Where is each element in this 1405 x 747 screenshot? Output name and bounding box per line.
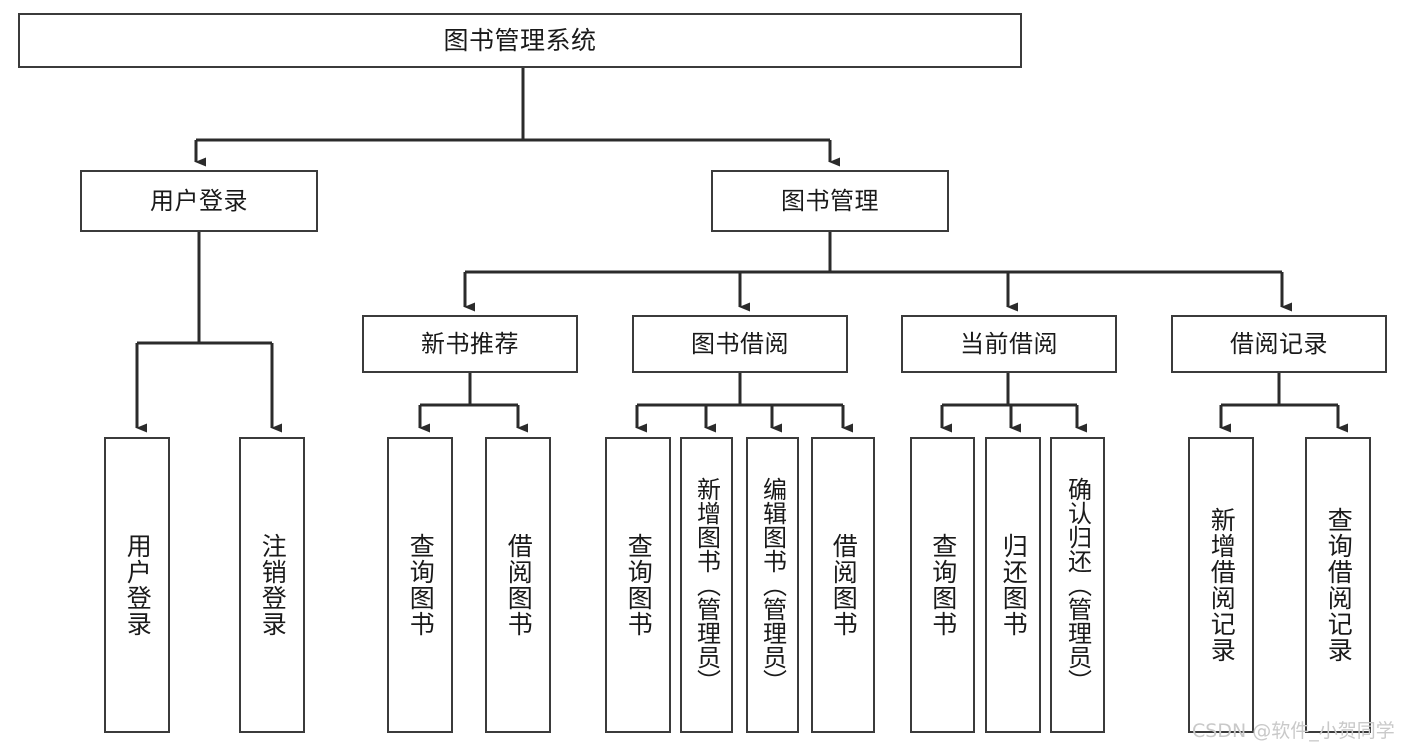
node-label: 确认归还（管理员） [1063,477,1092,693]
node-label: 当前借阅 [960,329,1058,358]
node-label: 新增借阅记录 [1207,507,1237,663]
node-book-borrow[interactable]: 图书借阅 [632,315,848,373]
leaf-current-query-book[interactable]: 查询图书 [910,437,975,733]
node-label: 借阅图书 [829,533,859,637]
node-label: 编辑图书（管理员） [758,477,787,693]
node-label: 用户登录 [123,533,153,637]
node-label: 归还图书 [999,533,1029,637]
node-label: 注销登录 [258,533,288,637]
node-borrow-records[interactable]: 借阅记录 [1171,315,1387,373]
node-current-borrow[interactable]: 当前借阅 [901,315,1117,373]
node-label: 查询借阅记录 [1324,507,1354,663]
leaf-current-return-book[interactable]: 归还图书 [985,437,1041,733]
leaf-records-add-record[interactable]: 新增借阅记录 [1188,437,1254,733]
node-label: 查询图书 [406,533,436,637]
leaf-new-books-query-book[interactable]: 查询图书 [387,437,453,733]
leaf-new-books-borrow-book[interactable]: 借阅图书 [485,437,551,733]
node-root-system[interactable]: 图书管理系统 [18,13,1022,68]
leaf-borrow-edit-book-admin[interactable]: 编辑图书（管理员） [746,437,799,733]
leaf-records-query-record[interactable]: 查询借阅记录 [1305,437,1371,733]
node-book-management[interactable]: 图书管理 [711,170,949,232]
node-label: 借阅图书 [504,533,534,637]
node-label: 图书管理系统 [443,25,597,55]
leaf-user-login-logout[interactable]: 注销登录 [239,437,305,733]
node-label: 新增图书（管理员） [692,477,721,693]
leaf-user-login-login[interactable]: 用户登录 [104,437,170,733]
node-label: 查询图书 [624,533,654,637]
node-user-login[interactable]: 用户登录 [80,170,318,232]
node-label: 图书借阅 [691,329,789,358]
node-label: 图书管理 [781,186,879,215]
node-label: 用户登录 [150,186,248,215]
node-label: 借阅记录 [1230,329,1328,358]
node-new-book-recommend[interactable]: 新书推荐 [362,315,578,373]
leaf-borrow-add-book-admin[interactable]: 新增图书（管理员） [680,437,733,733]
node-label: 查询图书 [928,533,958,637]
csdn-watermark: CSDN @软件_小贺同学 [1192,720,1395,742]
leaf-borrow-query-book[interactable]: 查询图书 [605,437,671,733]
leaf-current-confirm-return-admin[interactable]: 确认归还（管理员） [1050,437,1105,733]
leaf-borrow-borrow-book[interactable]: 借阅图书 [811,437,875,733]
node-label: 新书推荐 [421,329,519,358]
